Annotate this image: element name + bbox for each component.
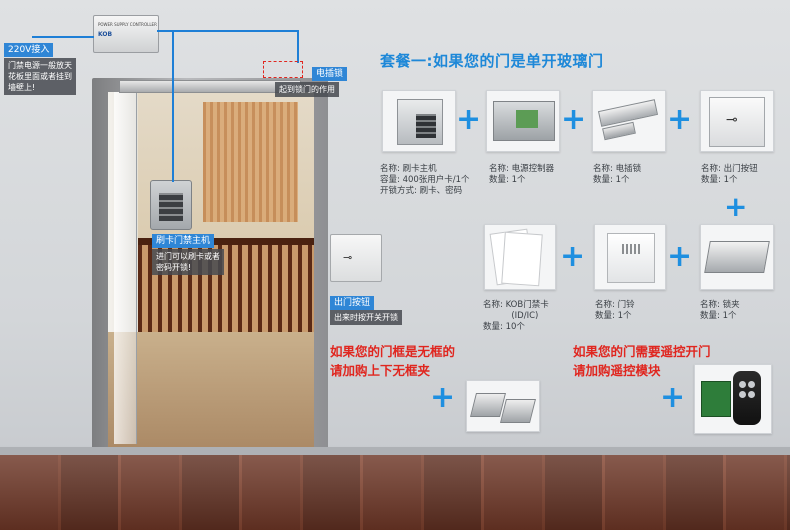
wood-floor <box>0 455 790 530</box>
plus-icon: + <box>456 102 482 137</box>
key-icon: ⊸ <box>726 112 738 128</box>
lock-callout-title: 电插锁 <box>312 67 348 81</box>
product-exit-button-image: ⊸ <box>700 90 774 152</box>
controller-face-text: POWER SUPPLY CONTROLLER <box>98 22 157 27</box>
remote-note: 如果您的门需要遥控开门 请加购遥控模块 <box>573 344 711 378</box>
wire-power-left <box>32 36 94 38</box>
panel-title: 套餐一:如果您的门是单开玻璃门 <box>380 52 604 70</box>
product-lock-clamp-image <box>700 224 774 290</box>
lock-callout-desc: 起到锁门的作用 <box>275 82 339 97</box>
plus-icon: + <box>724 190 748 223</box>
lock-highlight <box>263 61 303 78</box>
product-frameless-clamp-image <box>466 380 540 432</box>
exit-callout-desc: 出来时按开关开锁 <box>330 310 402 325</box>
exit-callout-title: 出门按钮 <box>330 296 375 310</box>
power-callout-desc: 门禁电源一般放天 花板里面或者挂到 墙壁上! <box>4 58 76 95</box>
reader-desc-line1: 进门可以刷卡或者 <box>156 252 220 261</box>
product-3-caption: 名称: 电插锁 数量: 1个 <box>593 164 642 185</box>
power-controller-device: POWER SUPPLY CONTROLLER KOB <box>93 15 159 53</box>
plus-icon: + <box>667 102 693 137</box>
interior-window <box>203 102 298 222</box>
product-electric-lock-image <box>592 90 666 152</box>
card-reader-device <box>150 180 192 230</box>
plus-icon: + <box>667 239 693 274</box>
product-doorbell-image <box>594 224 666 290</box>
power-desc-line2: 花板里面或者挂到 <box>8 72 72 81</box>
wire-lock-drop <box>297 30 299 63</box>
railing-top <box>138 238 314 245</box>
reader-desc-line2: 密码开锁! <box>156 263 192 272</box>
plus-icon: + <box>560 239 586 274</box>
reader-callout-title: 刷卡门禁主机 <box>152 234 215 248</box>
power-callout-title: 220V接入 <box>4 43 54 57</box>
product-remote-module-image <box>694 364 772 434</box>
controller-brand: KOB <box>98 31 113 38</box>
exit-button-device: ⊸ <box>330 234 382 282</box>
wire-reader-drop <box>172 30 174 182</box>
floor-interior <box>108 332 314 456</box>
product-4-caption: 名称: 出门按钮 数量: 1个 <box>701 164 758 185</box>
door-closer-bar <box>119 80 301 93</box>
plus-icon: + <box>561 102 587 137</box>
wire-top <box>157 30 299 32</box>
product-id-card-image <box>484 224 556 290</box>
product-card-reader-image <box>382 90 456 152</box>
key-icon: ⊸ <box>343 251 353 264</box>
product-1-caption: 名称: 刷卡主机 容量: 400张用户卡/1个 开锁方式: 刷卡、密码 <box>380 164 470 196</box>
power-desc-line3: 墙壁上! <box>8 83 36 92</box>
product-power-controller-image <box>486 90 560 152</box>
product-7-caption: 名称: 锁夹 数量: 1个 <box>700 300 740 321</box>
product-2-caption: 名称: 电源控制器 数量: 1个 <box>489 164 555 185</box>
glass-door-left <box>114 92 137 444</box>
power-desc-line1: 门禁电源一般放天 <box>8 61 72 70</box>
reader-callout-desc: 进门可以刷卡或者 密码开锁! <box>152 249 224 275</box>
frameless-note: 如果您的门框是无框的 请加购上下无框夹 <box>330 344 456 378</box>
plus-icon: + <box>660 380 686 415</box>
plus-icon: + <box>430 380 456 415</box>
product-6-caption: 名称: 门铃 数量: 1个 <box>595 300 635 321</box>
product-5-caption: 名称: KOB门禁卡 (ID/IC) 数量: 10个 <box>483 300 549 332</box>
